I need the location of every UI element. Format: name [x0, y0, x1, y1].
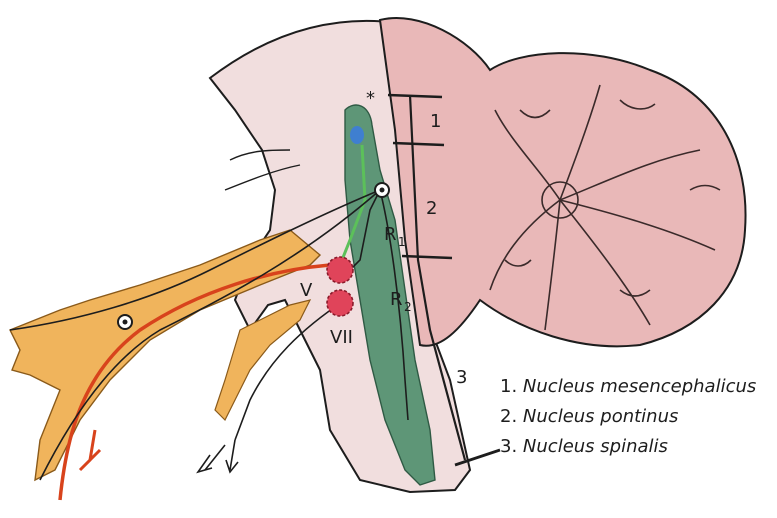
r2-label: R [390, 289, 403, 310]
r1-subscript: 1 [398, 235, 406, 249]
r2-subscript: 2 [404, 300, 412, 314]
ganglion-cell-core [123, 320, 128, 325]
afferent-arrow [80, 430, 100, 470]
facial-nerve [215, 300, 310, 420]
nucleus-v-label: V [300, 280, 313, 301]
r1-label: R [384, 224, 397, 245]
motor-nucleus-vii [327, 290, 353, 316]
legend: 1. Nucleus mesencephalicus 2. Nucleus po… [500, 372, 775, 462]
division-label-1: 1 [430, 111, 441, 132]
legend-item: 3. Nucleus spinalis [500, 432, 775, 462]
asterisk-label: * [366, 88, 375, 109]
legend-item: 2. Nucleus pontinus [500, 402, 775, 432]
motor-nucleus-v [327, 257, 353, 283]
division-label-2: 2 [426, 198, 437, 219]
division-label-3: 3 [456, 367, 467, 388]
nucleus-vii-label: VII [330, 327, 353, 348]
legend-item: 1. Nucleus mesencephalicus [500, 372, 775, 402]
mesencephalic-nucleus-marker [350, 126, 364, 144]
mesencephalic-cell-core [380, 188, 385, 193]
